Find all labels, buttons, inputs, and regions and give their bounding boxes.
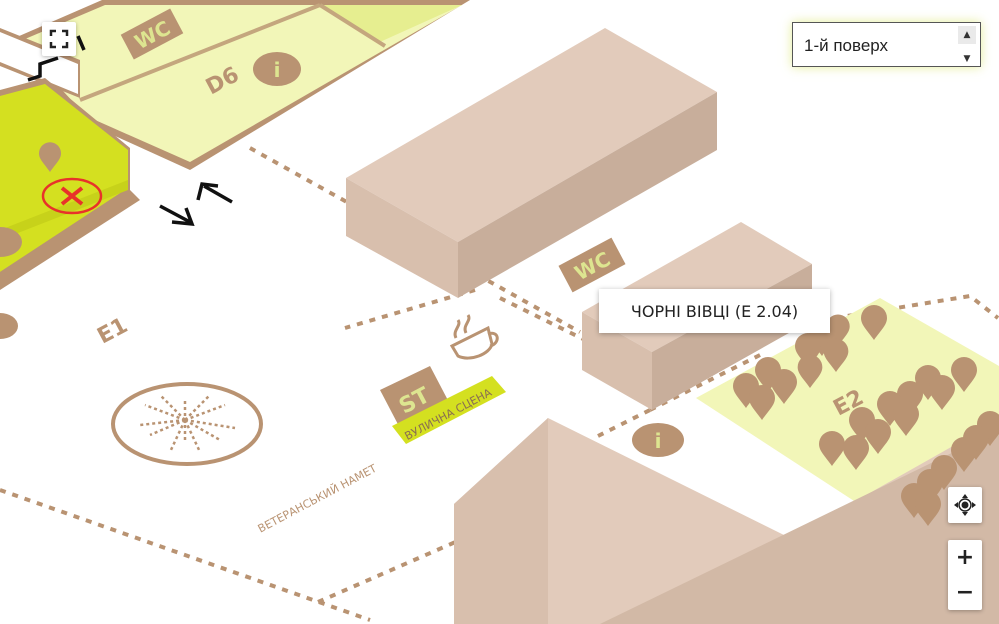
zoom-in-button[interactable]: +: [955, 545, 975, 570]
wc-badge-mid[interactable]: WC: [558, 237, 626, 293]
locate-icon: [954, 494, 976, 516]
veteran-tent-label: ВЕТЕРАНСЬКИЙ НАМЕТ: [256, 462, 379, 536]
info-badge-partial-left[interactable]: [0, 227, 22, 257]
floor-up-icon[interactable]: ▲: [958, 26, 976, 44]
zoom-out-button[interactable]: −: [955, 580, 975, 605]
entrance-arrows-icon: [159, 182, 233, 227]
zone-bright-left[interactable]: [0, 78, 140, 290]
street-stage-badge[interactable]: ST ВУЛИЧНА СЦЕНА: [380, 366, 506, 444]
door-mark: [27, 35, 86, 82]
location-tooltip: ЧОРНІ ВІВЦІ (Е 2.04): [599, 289, 830, 333]
building-large[interactable]: [346, 28, 717, 298]
zone-label-e1: E1: [93, 313, 132, 349]
floor-spinner[interactable]: ▲ ▼: [958, 26, 976, 64]
info-label-e2: i: [655, 429, 662, 453]
info-badge-e2[interactable]: i: [632, 423, 684, 457]
walkway-paths: [0, 146, 999, 622]
fullscreen-button[interactable]: [42, 22, 76, 56]
info-label-d6: i: [274, 58, 281, 82]
zoom-controls: + −: [948, 540, 982, 610]
floor-select[interactable]: 1-й поверх ▲ ▼: [792, 22, 981, 67]
info-badge-partial-e1[interactable]: [0, 313, 18, 339]
fullscreen-icon: [49, 29, 69, 49]
coffee-cup-icon[interactable]: [449, 314, 499, 360]
floor-select-value: 1-й поверх: [804, 36, 889, 55]
tent-circle[interactable]: [111, 382, 263, 466]
info-badge-d6[interactable]: i: [253, 52, 301, 86]
locate-button[interactable]: [948, 487, 982, 523]
building-bottom[interactable]: [454, 418, 999, 624]
location-tooltip-text: ЧОРНІ ВІВЦІ (Е 2.04): [630, 301, 799, 321]
floor-down-icon[interactable]: ▼: [963, 54, 971, 64]
closed-x-icon[interactable]: [41, 177, 103, 215]
